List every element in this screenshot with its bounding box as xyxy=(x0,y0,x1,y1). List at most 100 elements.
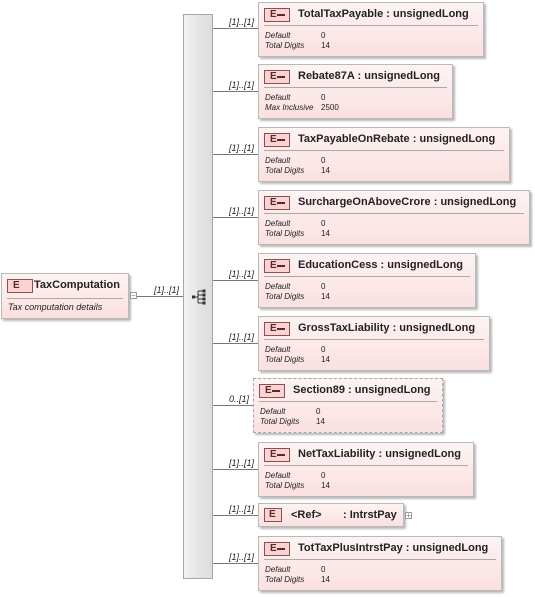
facet-label: Default xyxy=(265,31,291,40)
element-name: TotTaxPlusIntrstPay : unsignedLong xyxy=(298,542,488,554)
divider xyxy=(259,401,437,402)
facet-value: 14 xyxy=(321,575,330,584)
facet-label: Total Digits xyxy=(260,417,300,426)
divider xyxy=(264,465,468,466)
child-connector xyxy=(213,563,258,564)
root-annotation: Tax computation details xyxy=(8,302,103,312)
facet-value: 14 xyxy=(316,417,325,426)
divider xyxy=(264,559,496,560)
child-cardinality: [1]..[1] xyxy=(229,504,255,514)
element-educationcess[interactable]: E EducationCess : unsignedLong Default 0… xyxy=(258,253,476,308)
facet-label: Max Inclusive xyxy=(265,103,314,112)
element-icon: E xyxy=(259,384,285,398)
facet-label: Total Digits xyxy=(265,481,305,490)
child-cardinality: [1]..[1] xyxy=(229,458,255,468)
sequence-compositor[interactable] xyxy=(183,14,213,579)
root-element-name: TaxComputation xyxy=(34,279,120,291)
element-icon: E xyxy=(264,196,290,210)
facet-value: 14 xyxy=(321,166,330,175)
child-connector xyxy=(213,91,258,92)
child-connector xyxy=(213,154,258,155)
element-taxpayableonrebate[interactable]: E TaxPayableOnRebate : unsignedLong Defa… xyxy=(258,127,510,182)
child-connector xyxy=(213,343,258,344)
element-name-text: GrossTaxLiability xyxy=(298,322,390,334)
element-type: : unsignedLong xyxy=(412,133,496,145)
facet-label: Default xyxy=(265,93,291,102)
element-name-text: TotalTaxPayable xyxy=(298,8,384,20)
element-name: Rebate87A : unsignedLong xyxy=(298,70,440,82)
facet-label: Default xyxy=(265,471,291,480)
child-cardinality: [1]..[1] xyxy=(229,143,255,153)
element-type: : unsignedLong xyxy=(386,8,469,20)
facet-label: Default xyxy=(265,345,291,354)
facet-value: 14 xyxy=(321,481,330,490)
element-name-text: Rebate87A xyxy=(298,70,355,82)
element-grosstaxliability[interactable]: E GrossTaxLiability : unsignedLong Defau… xyxy=(258,316,490,371)
divider xyxy=(264,150,504,151)
element-name-text: Section89 xyxy=(293,384,345,396)
element-type: : unsignedLong xyxy=(380,259,464,271)
element-tottaxplusintrstpay[interactable]: E TotTaxPlusIntrstPay : unsignedLong Def… xyxy=(258,536,502,591)
facet-label: Default xyxy=(260,407,286,416)
divider xyxy=(264,25,478,26)
element-nettaxliability[interactable]: E NetTaxLiability : unsignedLong Default… xyxy=(258,442,474,497)
child-connector xyxy=(213,405,253,406)
element-ref-intrstpay[interactable]: E <Ref> : IntrstPay xyxy=(258,503,404,527)
facet-label: Total Digits xyxy=(265,292,305,301)
element-type: : unsignedLong xyxy=(433,196,517,208)
facet-label: Total Digits xyxy=(265,355,305,364)
element-icon: E xyxy=(264,508,282,522)
child-cardinality: [1]..[1] xyxy=(229,332,255,342)
sequence-icon xyxy=(192,289,206,305)
facet-value: 2500 xyxy=(321,103,339,112)
element-icon: E xyxy=(264,133,290,147)
element-type: : unsignedLong xyxy=(357,70,440,82)
element-name-text: NetTaxLiability xyxy=(298,448,376,460)
facet-value: 14 xyxy=(321,355,330,364)
child-connector xyxy=(213,28,258,29)
element-type: : unsignedLong xyxy=(378,448,461,460)
element-section89[interactable]: E Section89 : unsignedLong Default 0 Tot… xyxy=(253,378,443,433)
element-name-text: TotTaxPlusIntrstPay xyxy=(298,542,403,554)
root-element-taxcomputation[interactable]: E TaxComputation Tax computation details xyxy=(1,273,129,319)
child-cardinality: 0..[1] xyxy=(229,394,250,404)
element-name: GrossTaxLiability : unsignedLong xyxy=(298,322,475,334)
element-name: TaxPayableOnRebate : unsignedLong xyxy=(298,133,495,145)
child-cardinality: [1]..[1] xyxy=(229,269,255,279)
element-name: NetTaxLiability : unsignedLong xyxy=(298,448,461,460)
facet-value: 0 xyxy=(321,282,326,291)
root-cardinality: [1]..[1] xyxy=(154,285,180,295)
element-name-text: EducationCess xyxy=(298,259,378,271)
element-icon: E xyxy=(264,259,290,273)
element-name-text: SurchargeOnAboveCrore xyxy=(298,196,431,208)
facet-value: 0 xyxy=(321,345,326,354)
ref-label: <Ref> xyxy=(291,509,322,521)
collapse-toggle[interactable]: − xyxy=(130,291,137,300)
element-icon: E xyxy=(264,448,290,462)
element-type: : unsignedLong xyxy=(405,542,489,554)
child-cardinality: [1]..[1] xyxy=(229,552,255,562)
facet-value: 0 xyxy=(321,31,326,40)
element-icon: E xyxy=(264,542,290,556)
child-connector xyxy=(213,280,258,281)
facet-label: Total Digits xyxy=(265,41,305,50)
expand-toggle[interactable]: + xyxy=(405,511,412,520)
facet-label: Total Digits xyxy=(265,575,305,584)
element-icon: E xyxy=(264,70,290,84)
facet-value: 14 xyxy=(321,292,330,301)
child-connector xyxy=(213,469,258,470)
element-surchargeonabovecrore[interactable]: E SurchargeOnAboveCrore : unsignedLong D… xyxy=(258,190,530,245)
facet-label: Default xyxy=(265,156,291,165)
element-rebate87a[interactable]: E Rebate87A : unsignedLong Default 0 Max… xyxy=(258,64,453,119)
element-totaltaxpayable[interactable]: E TotalTaxPayable : unsignedLong Default… xyxy=(258,2,484,57)
facet-value: 14 xyxy=(321,229,330,238)
divider xyxy=(264,213,524,214)
child-cardinality: [1]..[1] xyxy=(229,17,255,27)
element-name: SurchargeOnAboveCrore : unsignedLong xyxy=(298,196,516,208)
facet-value: 0 xyxy=(316,407,321,416)
element-type: : unsignedLong xyxy=(348,384,431,396)
facet-label: Default xyxy=(265,565,291,574)
divider xyxy=(264,87,447,88)
element-icon: E xyxy=(7,279,33,293)
